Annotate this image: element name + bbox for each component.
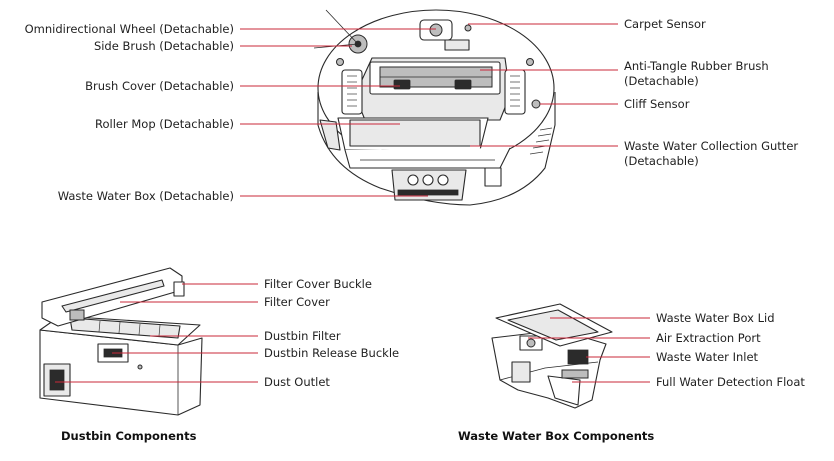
label-cliff-sensor: Cliff Sensor bbox=[624, 97, 690, 111]
label-gutter-line2: (Detachable) bbox=[624, 154, 699, 168]
label-waste-box-lid: Waste Water Box Lid bbox=[656, 311, 775, 325]
label-dustbin-release-buckle: Dustbin Release Buckle bbox=[264, 346, 399, 360]
waste-water-box-illustration bbox=[491, 303, 613, 409]
label-gutter-line1: Waste Water Collection Gutter bbox=[624, 139, 798, 153]
label-filter-cover-buckle: Filter Cover Buckle bbox=[264, 277, 372, 291]
dustbin-leader-lines bbox=[55, 283, 258, 383]
label-rubber-brush-line2: (Detachable) bbox=[624, 74, 699, 88]
label-air-extraction-port: Air Extraction Port bbox=[656, 331, 761, 345]
label-roller-mop: Roller Mop (Detachable) bbox=[95, 117, 234, 131]
label-brush-cover: Brush Cover (Detachable) bbox=[85, 79, 234, 93]
label-carpet-sensor: Carpet Sensor bbox=[624, 17, 706, 31]
robot-vacuum-illustration bbox=[313, 9, 556, 206]
label-dust-outlet: Dust Outlet bbox=[264, 375, 330, 389]
label-omni-wheel: Omnidirectional Wheel (Detachable) bbox=[25, 22, 234, 36]
label-waste-water-inlet: Waste Water Inlet bbox=[656, 350, 759, 364]
caption-waste-water-box-components: Waste Water Box Components bbox=[458, 429, 654, 443]
label-side-brush: Side Brush (Detachable) bbox=[94, 39, 234, 53]
dustbin-illustration bbox=[39, 267, 203, 416]
label-dustbin-filter: Dustbin Filter bbox=[264, 329, 341, 343]
label-full-water-float: Full Water Detection Float bbox=[656, 375, 805, 389]
label-rubber-brush-line1: Anti-Tangle Rubber Brush bbox=[624, 59, 769, 73]
robot-leader-lines bbox=[240, 23, 618, 197]
label-filter-cover: Filter Cover bbox=[264, 295, 330, 309]
label-waste-water-box: Waste Water Box (Detachable) bbox=[58, 189, 234, 203]
waste-box-leader-lines bbox=[528, 317, 650, 383]
caption-dustbin-components: Dustbin Components bbox=[61, 429, 197, 443]
